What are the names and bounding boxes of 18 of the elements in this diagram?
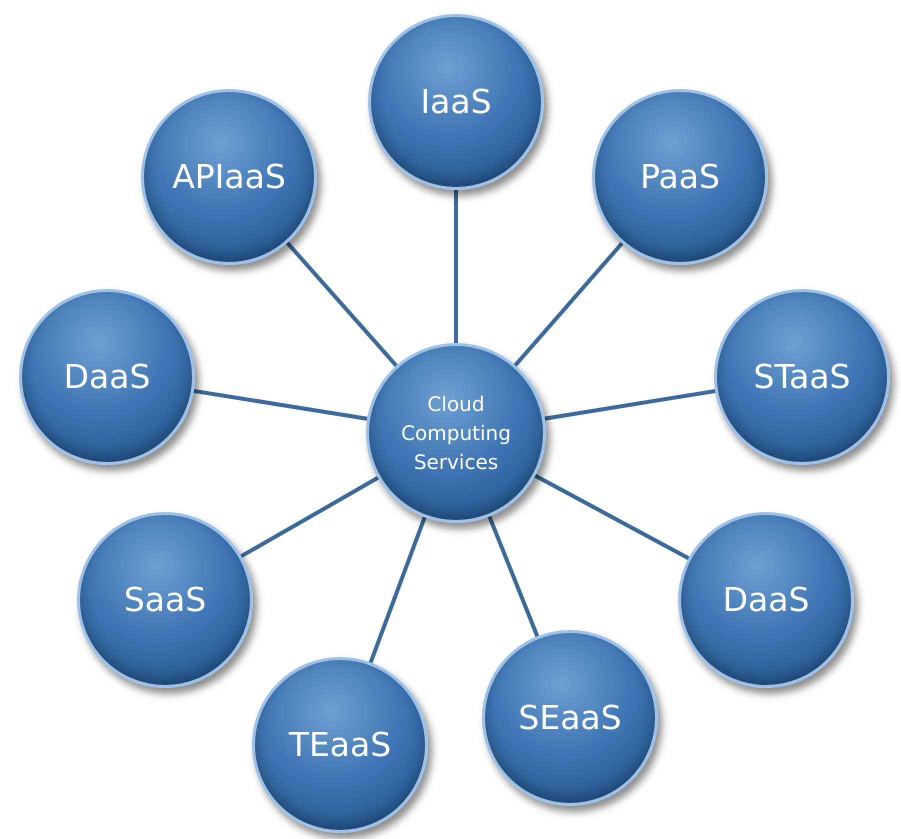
node-label: Cloud Computing Services: [400, 390, 512, 476]
connector-line: [240, 476, 379, 558]
node-label: DaaS: [64, 357, 150, 397]
connector-line: [286, 242, 398, 367]
connector-line: [194, 388, 368, 421]
connector-line: [368, 516, 427, 664]
node-label: APIaaS: [172, 157, 286, 197]
connector-line: [544, 389, 716, 421]
node-label: DaaS: [722, 580, 810, 620]
node-label: SEaaS: [518, 698, 622, 738]
node-label: PaaS: [640, 157, 720, 197]
node-label: IaaS: [420, 82, 492, 122]
node-label: SaaS: [124, 580, 206, 620]
connector-line: [534, 474, 690, 560]
node-label: TEaaS: [288, 725, 392, 765]
connector-line: [454, 190, 458, 343]
connector-line: [514, 242, 624, 367]
node-label: STaaS: [753, 357, 851, 397]
